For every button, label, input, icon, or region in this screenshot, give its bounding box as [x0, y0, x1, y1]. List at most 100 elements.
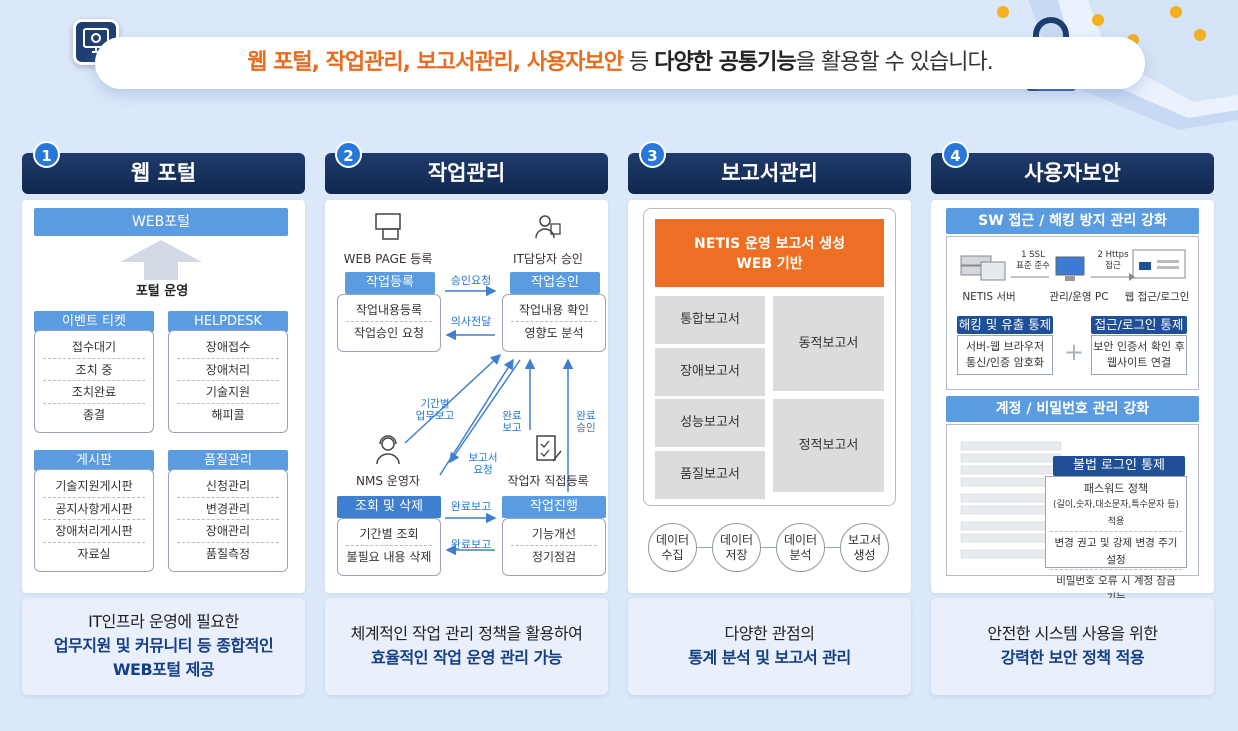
pc-label: 관리/운영 PC — [1049, 291, 1109, 303]
sw-access-frame — [946, 236, 1199, 390]
arrow-up-icon — [120, 240, 202, 280]
portal-ops-label: 포털 운영 — [135, 284, 189, 299]
step-text: 데이터 — [719, 533, 754, 547]
footer-portal: IT인프라 운영에 필요한 업무지원 및 커뮤니티 등 종합적인 WEB포털 제… — [22, 598, 305, 695]
step-text: 수집 — [661, 548, 684, 562]
footer-text: 안전한 시스템 사용을 위한 — [987, 624, 1158, 643]
hero-banner: 웹 포털, 작업관리, 보고서관리, 사용자보안 등 다양한 공통기능을 활용할… — [95, 37, 1145, 89]
list-item: 영향도 분석 — [524, 325, 584, 340]
footer-text: IT인프라 운영에 필요한 — [88, 612, 239, 631]
https-text: 접근 — [1105, 261, 1121, 271]
web-login-icon — [1132, 249, 1186, 279]
list-item: 조치 중 — [43, 359, 145, 381]
server-icon — [960, 255, 1006, 281]
work-reg-title: 작업등록 — [345, 272, 435, 294]
login-control-title: 접근/로그인 통제 — [1091, 316, 1187, 334]
web-portal-bar: WEB포털 — [34, 208, 288, 236]
footer-security: 안전한 시스템 사용을 위한 강력한 보안 정책 적용 — [931, 598, 1214, 695]
work-approve-title: 작업승인 — [510, 272, 600, 294]
footer-bold: 통계 분석 및 보고서 관리 — [688, 648, 851, 667]
sw-access-bar: SW 접근 / 해킹 방지 관리 강화 — [946, 208, 1199, 234]
query-delete-title: 조회 및 삭제 — [337, 496, 441, 518]
hacking-control-title: 해킹 및 유출 통제 — [957, 316, 1053, 334]
list-item: 작업승인 요청 — [353, 325, 425, 340]
list-item: 신청관리 — [177, 475, 279, 498]
group-title: HELPDESK — [168, 311, 288, 332]
group-title: 게시판 — [34, 450, 154, 471]
list-item: 해피콜 — [211, 407, 245, 422]
hero-text: 을 — [795, 50, 821, 75]
illegal-login-box: 패스워드 정책 (길이,숫자,대소문자,특수문자 등)적용 변경 권고 및 강제… — [1045, 476, 1187, 604]
list-item: 공지사항게시판 — [43, 498, 145, 520]
control-text: 통신/인증 암호화 — [965, 356, 1045, 369]
complete-approve-label: 완료 승인 — [576, 410, 596, 434]
direct-register-label: 작업자 직접등록 — [507, 474, 589, 488]
complete-report-label: 완료 보고 — [502, 410, 522, 434]
control-text: 서버-웹 브라우저 — [965, 340, 1045, 353]
column-header-security: 사용자보안 — [931, 153, 1214, 194]
report-item: 통합보고서 — [655, 296, 765, 344]
column-number: 1 — [33, 141, 60, 168]
control-text: 보안 인증서 확인 후 — [1093, 340, 1185, 353]
group-title: 이벤트 티켓 — [34, 311, 154, 332]
report-item: 품질보고서 — [655, 451, 765, 499]
hero-bold: 다양한 공통기능 — [654, 50, 796, 75]
hero-text: 활용할 수 있습니다. — [820, 50, 994, 75]
list-item: 작업내용 확인 — [511, 299, 597, 322]
report-item: 성능보고서 — [655, 399, 765, 447]
footer-work: 체계적인 작업 관리 정책을 활용하여 효율적인 작업 운영 관리 가능 — [325, 598, 608, 695]
list-item: 품질측정 — [205, 546, 251, 561]
periodic-report-label: 기간별 업무보고 — [415, 398, 455, 422]
operator-headset-icon — [376, 435, 400, 465]
list-item: 작업내용등록 — [346, 299, 432, 322]
list-item: 불필요 내용 삭제 — [346, 549, 432, 564]
policy-text: 변경 권고 및 강제 변경 주기 설정 — [1050, 532, 1182, 570]
approve-request-label: 승인요청 — [450, 274, 492, 287]
complete-report-label: 완료보고 — [450, 538, 492, 551]
list-item: 장애처리게시판 — [43, 520, 145, 543]
server-label: NETIS 서버 — [962, 291, 1016, 303]
list-item: 장애관리 — [177, 520, 279, 543]
column-header-report: 보고서관리 — [628, 153, 911, 194]
list-item: 기능개선 — [511, 523, 597, 546]
webpage-icon — [375, 213, 401, 240]
approver-label: IT담당자 승인 — [513, 252, 583, 266]
step-line — [666, 547, 874, 548]
hero-highlight: 웹 포털, 작업관리, 보고서관리, 사용자보안 — [247, 50, 624, 75]
banner-line: WEB 기반 — [736, 256, 803, 272]
list-item: 기술지원게시판 — [43, 475, 145, 498]
connection-arrows — [1011, 273, 1135, 281]
complete-report-label: 완료보고 — [450, 500, 492, 513]
list-item: 정기점검 — [531, 549, 577, 564]
flow-arrows — [404, 285, 574, 556]
footer-bold: 효율적인 작업 운영 관리 가능 — [371, 648, 562, 667]
pc-icon — [1055, 256, 1085, 281]
static-report: 정적보고서 — [773, 399, 884, 492]
column-number: 3 — [639, 141, 666, 168]
plus-icon: + — [1063, 338, 1085, 366]
banner-line: NETIS 운영 보고서 생성 — [694, 236, 845, 252]
footer-bold: 업무지원 및 커뮤니티 등 종합적인 — [53, 636, 274, 655]
step-text: 생성 — [853, 548, 876, 562]
report-item: 장애보고서 — [655, 348, 765, 396]
list-item: 조치완료 — [43, 381, 145, 404]
https-text: 2 Https — [1097, 250, 1129, 260]
list-item: 종결 — [82, 407, 106, 422]
panel-report: NETIS 운영 보고서 생성 WEB 기반 통합보고서 장애보고서 성능보고서… — [628, 200, 911, 593]
footer-bold: 강력한 보안 정책 적용 — [1000, 648, 1145, 667]
account-password-bar: 계정 / 비밀번호 관리 강화 — [946, 396, 1199, 422]
